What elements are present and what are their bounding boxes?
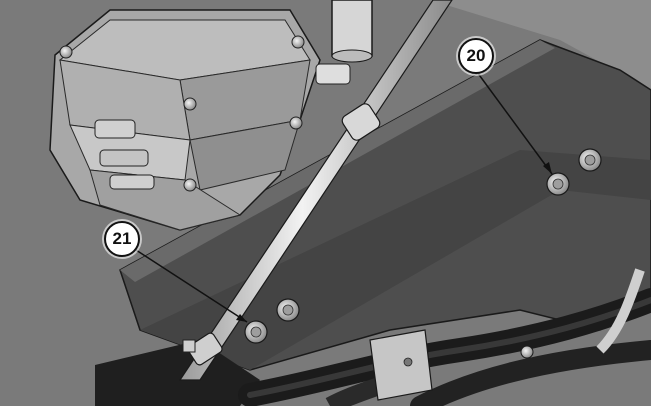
leader-line-20 bbox=[476, 71, 553, 175]
callout-21: 21 bbox=[104, 221, 140, 257]
arrowhead-21 bbox=[236, 314, 247, 322]
hose-clamp bbox=[369, 329, 534, 401]
arrowhead-20 bbox=[543, 162, 552, 174]
callout-20: 20 bbox=[458, 38, 494, 74]
pump-assembly bbox=[49, 9, 351, 231]
fuel-line-tube bbox=[178, 0, 453, 381]
leader-line-21 bbox=[135, 249, 248, 323]
base-block bbox=[95, 340, 260, 406]
background-upper-right bbox=[330, 0, 651, 90]
cylinder-top bbox=[331, 0, 373, 57]
callout-21-label: 21 bbox=[112, 229, 132, 248]
panel-shadow bbox=[140, 150, 651, 370]
callout-20-label: 20 bbox=[466, 46, 486, 65]
